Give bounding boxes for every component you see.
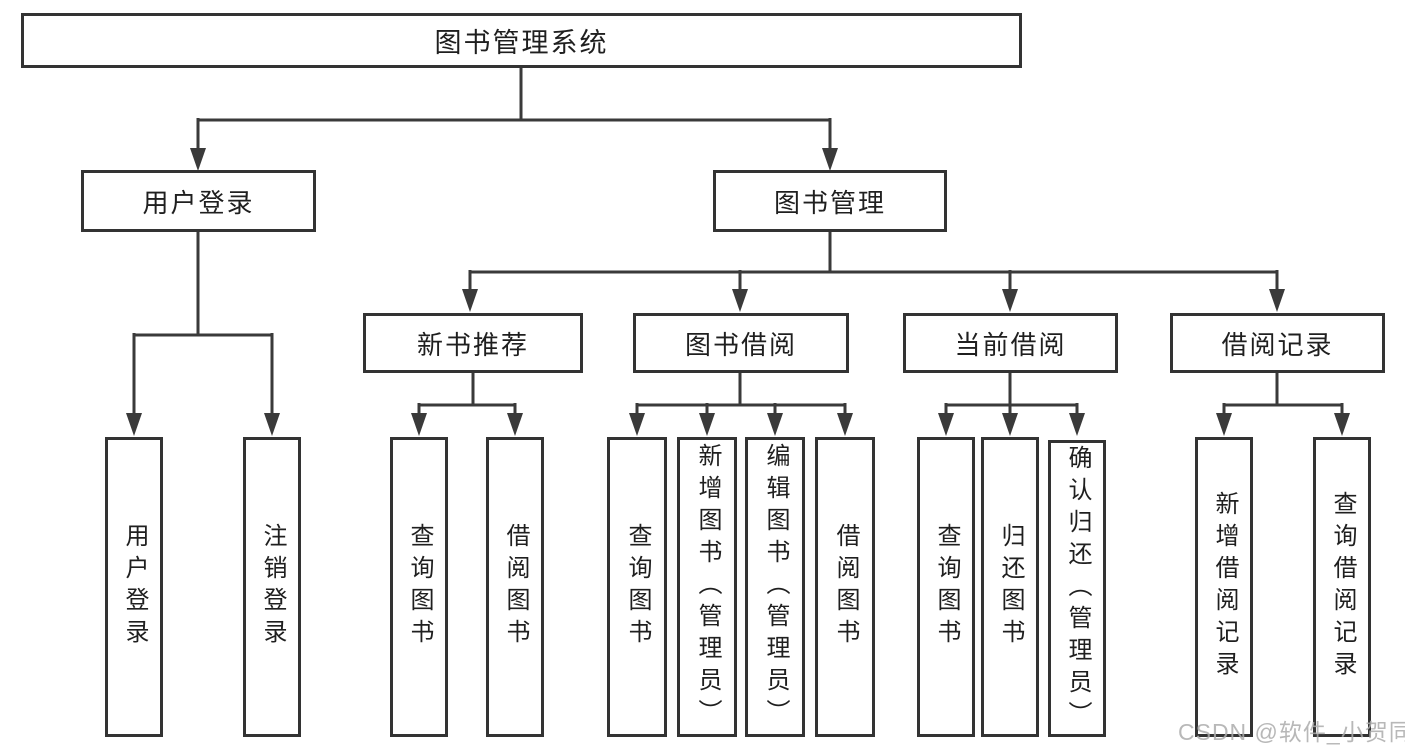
node-book-borrow-label: 图书借阅	[684, 329, 797, 360]
leaf-add-borrow-record-label: 新增借阅记录	[1211, 491, 1238, 683]
node-current-borrow: 当前借阅	[903, 313, 1118, 373]
leaf-add-book-admin: 新增图书（管理员）	[677, 437, 737, 737]
node-user-login: 用户登录	[81, 170, 316, 232]
node-new-book-recommend-label: 新书推荐	[416, 329, 529, 360]
leaf-query-books-recommend: 查询图书	[390, 437, 448, 737]
node-user-login-label: 用户登录	[142, 187, 255, 218]
leaf-edit-book-admin: 编辑图书（管理员）	[745, 437, 805, 737]
leaf-query-borrow-record-label: 查询借阅记录	[1329, 491, 1356, 683]
leaf-query-books-borrow-label: 查询图书	[624, 523, 651, 651]
leaf-query-books-current-label: 查询图书	[933, 523, 960, 651]
node-borrow-records: 借阅记录	[1170, 313, 1385, 373]
leaf-user-login: 用户登录	[105, 437, 163, 737]
node-book-management: 图书管理	[713, 170, 947, 232]
node-book-borrow: 图书借阅	[633, 313, 849, 373]
leaf-borrow-books-recommend: 借阅图书	[486, 437, 544, 737]
leaf-logout-label: 注销登录	[259, 523, 286, 651]
node-root: 图书管理系统	[21, 13, 1022, 68]
leaf-borrow-books: 借阅图书	[815, 437, 875, 737]
leaf-query-books-recommend-label: 查询图书	[406, 523, 433, 651]
leaf-edit-book-admin-label: 编辑图书（管理员）	[762, 443, 789, 731]
node-borrow-records-label: 借阅记录	[1221, 329, 1334, 360]
leaf-query-borrow-record: 查询借阅记录	[1313, 437, 1371, 737]
leaf-logout: 注销登录	[243, 437, 301, 737]
node-book-management-label: 图书管理	[773, 187, 886, 218]
leaf-add-book-admin-label: 新增图书（管理员）	[694, 443, 721, 731]
node-new-book-recommend: 新书推荐	[363, 313, 583, 373]
leaf-query-books-current: 查询图书	[917, 437, 975, 737]
leaf-borrow-books-label: 借阅图书	[832, 523, 859, 651]
leaf-return-books: 归还图书	[981, 437, 1039, 737]
leaf-user-login-label: 用户登录	[121, 523, 148, 651]
csdn-watermark: CSDN @软件_小贺同学	[1178, 719, 1405, 745]
leaf-borrow-books-recommend-label: 借阅图书	[502, 523, 529, 651]
arrowheads	[126, 148, 1350, 436]
leaf-confirm-return-admin-label: 确认归还（管理员）	[1064, 444, 1091, 733]
leaf-confirm-return-admin: 确认归还（管理员）	[1048, 440, 1106, 737]
node-current-borrow-label: 当前借阅	[954, 329, 1067, 360]
leaf-query-books-borrow: 查询图书	[607, 437, 667, 737]
node-root-label: 图书管理系统	[434, 28, 609, 58]
leaf-return-books-label: 归还图书	[997, 523, 1024, 651]
leaf-add-borrow-record: 新增借阅记录	[1195, 437, 1253, 737]
